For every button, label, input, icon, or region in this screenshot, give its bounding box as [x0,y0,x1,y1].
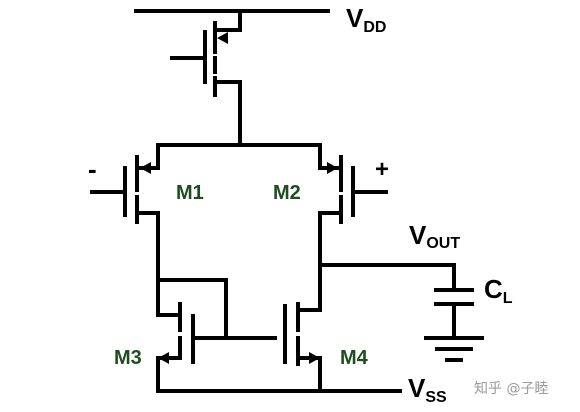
m4-arrow [309,352,320,364]
cl-label: CL [484,274,513,307]
m4-label: M4 [340,347,369,369]
m3-label: M3 [114,347,142,369]
load-capacitor [434,288,474,340]
vout-label: VOUT [409,220,460,252]
watermark: 知乎 @子睦 [474,380,548,397]
plus-input-label: + [375,156,389,183]
m2-label: M2 [273,182,301,204]
m3-arrow [158,352,169,364]
m2-transistor [318,143,388,312]
tail-pmos-arrow [217,32,228,44]
m1-arrow [140,162,151,174]
minus-input-label: - [88,154,97,184]
tail-pmos [170,9,242,147]
vss-label: VSS [408,373,447,406]
m1-label: M1 [176,182,204,204]
m4-transistor [283,302,322,393]
ground-symbol [424,336,484,362]
vdd-label: VDD [346,3,386,36]
m1-transistor [90,143,160,293]
diode-connect-wire [156,278,228,340]
output-wire [318,263,456,292]
m3-transistor [156,289,277,393]
m2-arrow [327,162,338,174]
